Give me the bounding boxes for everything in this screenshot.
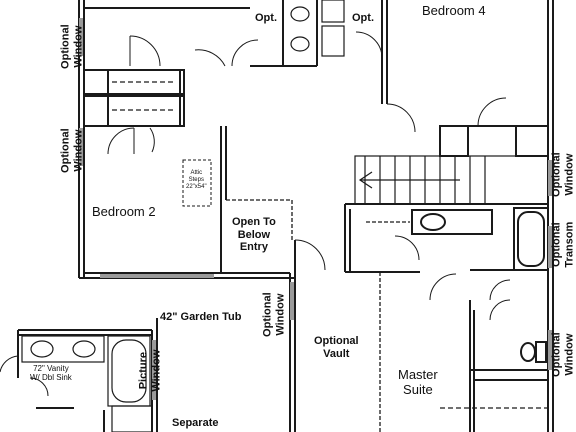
window-right-transom-line2: Transom: [563, 221, 575, 268]
opt-label-right: Opt.: [352, 12, 374, 24]
window-right-bottom-line1: Optional: [550, 332, 563, 377]
window-mid-left-label: Optional Window: [59, 121, 84, 181]
open-to-below-line3: Entry: [239, 241, 268, 254]
master-suite-label: Master Suite: [398, 367, 438, 398]
door-swing-bed2: [129, 35, 161, 67]
window-center-label: Optional Window: [261, 285, 286, 345]
window-top-left-line2: Window: [72, 25, 84, 68]
open-to-below-line2: Below: [237, 228, 271, 241]
window-center-line1: Optional: [261, 292, 274, 337]
window-right-transom-label: Optional Transom: [550, 215, 575, 275]
optional-vault-line1: Optional: [314, 335, 359, 347]
railing-open-to-below: [226, 199, 293, 240]
window-mid-left-line2: Window: [72, 129, 84, 172]
window-right-top-line2: Window: [563, 153, 575, 196]
master-suite-line1: Master: [398, 367, 438, 382]
vanity-master: [411, 209, 493, 235]
attic-steps-label: Attic Steps 22"x54": [186, 170, 207, 191]
optional-vault-line2: Vault: [323, 347, 350, 360]
optional-vault-label: Optional Vault: [314, 335, 359, 360]
attic-steps-hatch: [182, 159, 212, 207]
window-right-transom-line1: Optional: [550, 222, 563, 267]
window-right-top-label: Optional Window: [550, 145, 575, 205]
separate-shower: [111, 405, 153, 432]
attic-steps-line2: Steps: [188, 176, 204, 183]
master-suite-line2: Suite: [403, 381, 433, 397]
window-top-left-line1: Optional: [59, 24, 72, 69]
window-mid-left-line1: Optional: [59, 128, 72, 173]
garden-tub-label: 42" Garden Tub: [160, 311, 242, 323]
open-to-below-line1: Open To: [232, 216, 276, 228]
attic-steps-line1: Attic: [190, 170, 203, 176]
bedroom2-label: Bedroom 2: [92, 204, 156, 219]
window-center-line2: Window: [274, 293, 286, 336]
window-right-top-line1: Optional: [550, 152, 563, 197]
separate-label: Separate: [172, 417, 219, 429]
double-vanity: [21, 335, 105, 363]
bedroom4-label: Bedroom 4: [422, 3, 486, 18]
window-right-bottom-label: Optional Window: [550, 325, 575, 385]
opt-label-left: Opt.: [255, 12, 277, 24]
closet-lower: [83, 95, 185, 127]
vanity-label: 72" Vanity W/ Dbl Sink: [30, 364, 72, 382]
staircase: [354, 155, 549, 205]
open-to-below-label: Open To Below Entry: [232, 216, 276, 254]
closet-upper: [83, 69, 185, 95]
picture-window-line2: Window: [150, 349, 162, 392]
toilet-master: [520, 342, 536, 362]
picture-window-label: Picture Window: [137, 341, 162, 401]
window-top-left-label: Optional Window: [59, 17, 84, 77]
vanity-line2: W/ Dbl Sink: [30, 373, 72, 383]
picture-window-line1: Picture: [137, 352, 150, 390]
vanity-line1: 72" Vanity: [33, 364, 69, 373]
window-right-bottom-line2: Window: [563, 333, 575, 376]
sink-hall-bath: [290, 6, 310, 22]
attic-steps-line3: 22"x54": [186, 183, 207, 190]
